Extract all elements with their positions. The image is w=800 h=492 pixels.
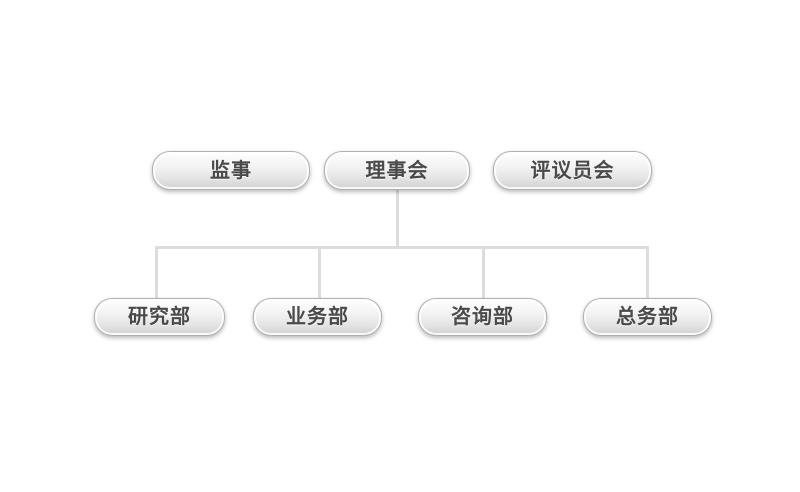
node-label: 评议员会 (530, 159, 615, 182)
node-label: 业务部 (286, 306, 349, 328)
connector-horizontal (155, 246, 649, 249)
node-consulting-dept[interactable]: 咨询部 (418, 298, 547, 336)
connector-stem (396, 190, 399, 249)
connector-drop-1 (155, 246, 158, 299)
node-supervisor[interactable]: 监事 (152, 151, 310, 190)
node-research-dept[interactable]: 研究部 (94, 298, 225, 336)
node-board-of-directors[interactable]: 理事会 (324, 151, 470, 190)
node-label: 研究部 (128, 306, 191, 328)
node-label: 理事会 (365, 159, 429, 182)
connector-drop-2 (318, 246, 321, 299)
node-label: 监事 (210, 159, 252, 182)
node-councilors[interactable]: 评议员会 (493, 151, 652, 190)
node-business-dept[interactable]: 业务部 (253, 298, 382, 336)
connector-drop-3 (482, 246, 485, 299)
node-label: 总务部 (616, 306, 679, 328)
node-label: 咨询部 (451, 306, 514, 328)
node-general-affairs-dept[interactable]: 总务部 (583, 298, 712, 336)
connector-drop-4 (646, 246, 649, 299)
